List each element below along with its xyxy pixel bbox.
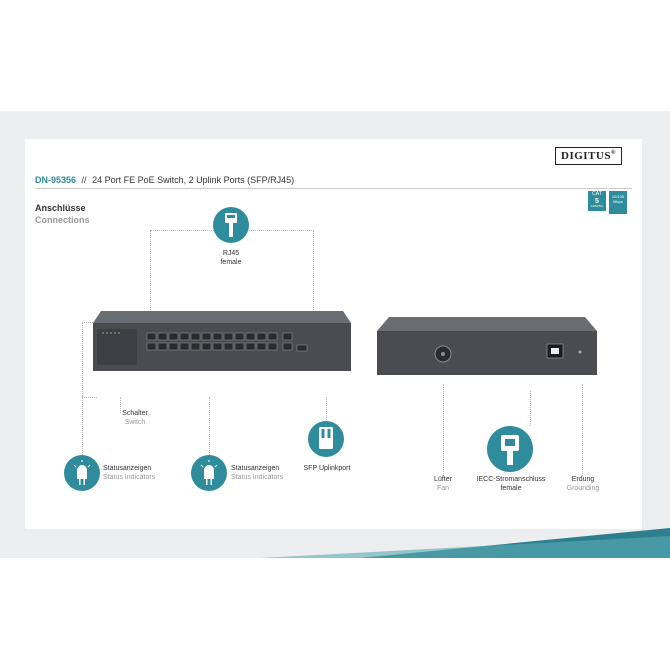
header-rule (35, 188, 632, 189)
led-indicator-icon (200, 460, 218, 485)
switch-guide-line (120, 397, 121, 413)
status-label-2-de: Statusanzeigen (231, 465, 280, 472)
rj45-connector-icon (225, 213, 237, 237)
power-socket (546, 343, 564, 359)
switch-front-image (93, 311, 351, 371)
rj45-callout (213, 207, 249, 243)
header-separator: // (81, 175, 87, 185)
power-label-en: female (500, 484, 522, 492)
status2-guide-line (209, 397, 210, 455)
power-label: IECC-Stromanschluss female (471, 476, 551, 494)
switch-label-en: Switch (124, 418, 146, 426)
cat-number: 5 (595, 197, 599, 205)
logo-text: DIGITUS (561, 150, 611, 162)
status-indicator-callout-1 (64, 455, 100, 491)
fan-label-en: Fan (436, 484, 450, 492)
product-description: 24 Port FE PoE Switch, 2 Uplink Ports (S… (92, 175, 295, 185)
power-callout (487, 426, 533, 472)
speed-badge: 10/100 Mbps (609, 191, 627, 214)
ground-label: Erdung Grounding (558, 476, 608, 494)
status-indicator-callout-2 (191, 455, 227, 491)
section-title: Anschlüsse (35, 203, 86, 213)
ground-guide-line (582, 384, 583, 476)
left-bracket-line (82, 322, 97, 398)
power-plug-icon (501, 435, 519, 465)
sfp-guide-line (326, 397, 327, 422)
content-card: DIGITUS® DN-95356 // 24 Port FE PoE Swit… (25, 139, 642, 529)
product-panel: DIGITUS® DN-95356 // 24 Port FE PoE Swit… (0, 111, 670, 558)
fan-guide-line (443, 384, 444, 476)
fan-label-de: Lüfter (434, 476, 452, 483)
status-label-2: Statusanzeigen Status Indicators (231, 465, 283, 483)
cat-standard: ANSI/TIA (590, 204, 604, 209)
rj45-guide-line (150, 230, 314, 324)
status-label-2-en: Status Indicators (231, 473, 284, 481)
fan-label: Lüfter Fan (425, 476, 461, 494)
switch-label: Schalter Switch (105, 410, 165, 428)
speed-value: 10/100 (611, 194, 625, 199)
status1-guide-line (82, 395, 83, 455)
ground-label-en: Grounding (566, 484, 600, 492)
status-label-1-de: Statusanzeigen (103, 465, 152, 472)
fan-icon (434, 345, 452, 363)
digitus-logo: DIGITUS® (555, 147, 622, 165)
rj45-label-line2: female (220, 258, 242, 266)
switch-label-de: Schalter (122, 410, 148, 417)
switch-rear-image (377, 317, 597, 375)
section-subtitle: Connections (35, 215, 90, 225)
status-label-1-en: Status Indicators (103, 473, 156, 481)
logo-reg-mark: ® (610, 150, 616, 156)
ground-label-de: Erdung (571, 476, 595, 483)
sfp-module-icon (319, 427, 333, 449)
product-header: DN-95356 // 24 Port FE PoE Switch, 2 Upl… (35, 175, 294, 185)
rj45-label-line1: RJ45 (222, 250, 240, 257)
cat5-badge: CAT 5 ANSI/TIA (588, 191, 606, 211)
status-label-1: Statusanzeigen Status Indicators (103, 465, 155, 483)
cat-label: CAT (592, 191, 602, 197)
sfp-callout (308, 421, 344, 457)
power-guide-line (530, 391, 531, 426)
speed-unit: Mbps (613, 198, 623, 204)
power-label-de: IECC-Stromanschluss (476, 476, 546, 483)
decorative-stripe (0, 528, 670, 558)
model-number: DN-95356 (35, 175, 77, 185)
rj45-label: RJ45 female (203, 250, 259, 268)
sfp-label: SFP Uplinkport (303, 465, 351, 472)
led-indicator-icon (73, 460, 91, 485)
